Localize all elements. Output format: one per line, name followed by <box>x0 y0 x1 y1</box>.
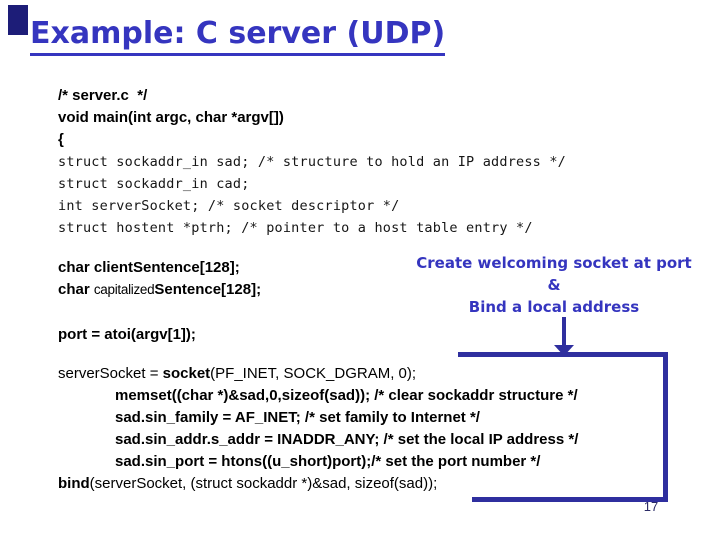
code-segment: void main(int argc, char *argv[]) <box>58 109 284 126</box>
code-segment: /* server.c */ <box>58 87 148 104</box>
code-line: { <box>58 129 284 151</box>
code-block-port: port = atoi(argv[1]); <box>58 324 196 346</box>
code-segment: memset((char *)&sad,0,sizeof(sad)); /* c… <box>115 387 578 404</box>
code-segment: char clientSentence[128]; <box>58 259 240 276</box>
code-line: port = atoi(argv[1]); <box>58 324 196 346</box>
code-line: struct sockaddr_in cad; <box>58 173 566 195</box>
code-block-socket-bind: serverSocket = socket(PF_INET, SOCK_DGRA… <box>58 363 578 495</box>
code-segment: Sentence[128]; <box>154 281 262 298</box>
code-block-buffers: char clientSentence[128]; char capitalize… <box>58 257 261 301</box>
page-title: Example: C server (UDP) <box>30 16 446 56</box>
code-bracket-right <box>663 352 668 502</box>
code-line: serverSocket = socket(PF_INET, SOCK_DGRA… <box>58 363 578 385</box>
code-line: /* server.c */ <box>58 85 284 107</box>
code-segment: int serverSocket; /* socket descriptor *… <box>58 198 400 214</box>
code-segment: { <box>58 131 64 148</box>
code-segment: char <box>58 281 94 298</box>
code-line: memset((char *)&sad,0,sizeof(sad)); /* c… <box>58 385 578 407</box>
code-segment: (PF_INET, SOCK_DGRAM, 0); <box>210 365 417 382</box>
code-block-header: /* server.c */ void main(int argc, char *… <box>58 85 284 151</box>
annotation-line: Bind a local address <box>468 298 640 316</box>
down-arrow-icon <box>562 317 566 347</box>
code-segment: port = atoi(argv[1]); <box>58 326 196 343</box>
down-arrow-head-icon <box>554 345 574 356</box>
code-segment: struct sockaddr_in cad; <box>58 176 250 192</box>
code-line: bind(serverSocket, (struct sockaddr *)&s… <box>58 473 578 495</box>
corner-accent-shape <box>8 5 28 35</box>
code-bracket-top <box>458 352 668 357</box>
code-line: char capitalizedSentence[128]; <box>58 279 261 301</box>
annotation-line: Create welcoming socket at port <box>416 254 692 272</box>
code-line: struct hostent *ptrh; /* pointer to a ho… <box>58 217 566 239</box>
code-line: struct sockaddr_in sad; /* structure to … <box>58 151 566 173</box>
code-segment: bind <box>58 475 90 492</box>
code-segment: serverSocket = <box>58 365 163 382</box>
annotation-callout: Create welcoming socket at port & Bind a… <box>408 252 700 318</box>
code-block-declarations: struct sockaddr_in sad; /* structure to … <box>58 151 566 239</box>
page-number: 17 <box>643 499 659 514</box>
code-line: void main(int argc, char *argv[]) <box>58 107 284 129</box>
code-segment: struct hostent *ptrh; /* pointer to a ho… <box>58 220 533 236</box>
code-segment: (serverSocket, (struct sockaddr *)&sad, … <box>89 475 438 492</box>
code-line: sad.sin_port = htons((u_short)port);/* s… <box>58 451 578 473</box>
code-segment: socket <box>162 365 211 382</box>
annotation-line: & <box>547 276 561 294</box>
code-line: char clientSentence[128]; <box>58 257 261 279</box>
code-line: int serverSocket; /* socket descriptor *… <box>58 195 566 217</box>
code-bracket-bottom <box>472 497 668 502</box>
code-segment: capitalized <box>93 282 155 297</box>
code-segment: sad.sin_addr.s_addr = INADDR_ANY; /* set… <box>115 431 579 448</box>
code-line: sad.sin_family = AF_INET; /* set family … <box>58 407 578 429</box>
code-line: sad.sin_addr.s_addr = INADDR_ANY; /* set… <box>58 429 578 451</box>
code-segment: sad.sin_family = AF_INET; /* set family … <box>115 409 480 426</box>
code-segment: struct sockaddr_in sad; /* structure to … <box>58 154 566 170</box>
code-segment: sad.sin_port = htons((u_short)port);/* s… <box>115 453 541 470</box>
